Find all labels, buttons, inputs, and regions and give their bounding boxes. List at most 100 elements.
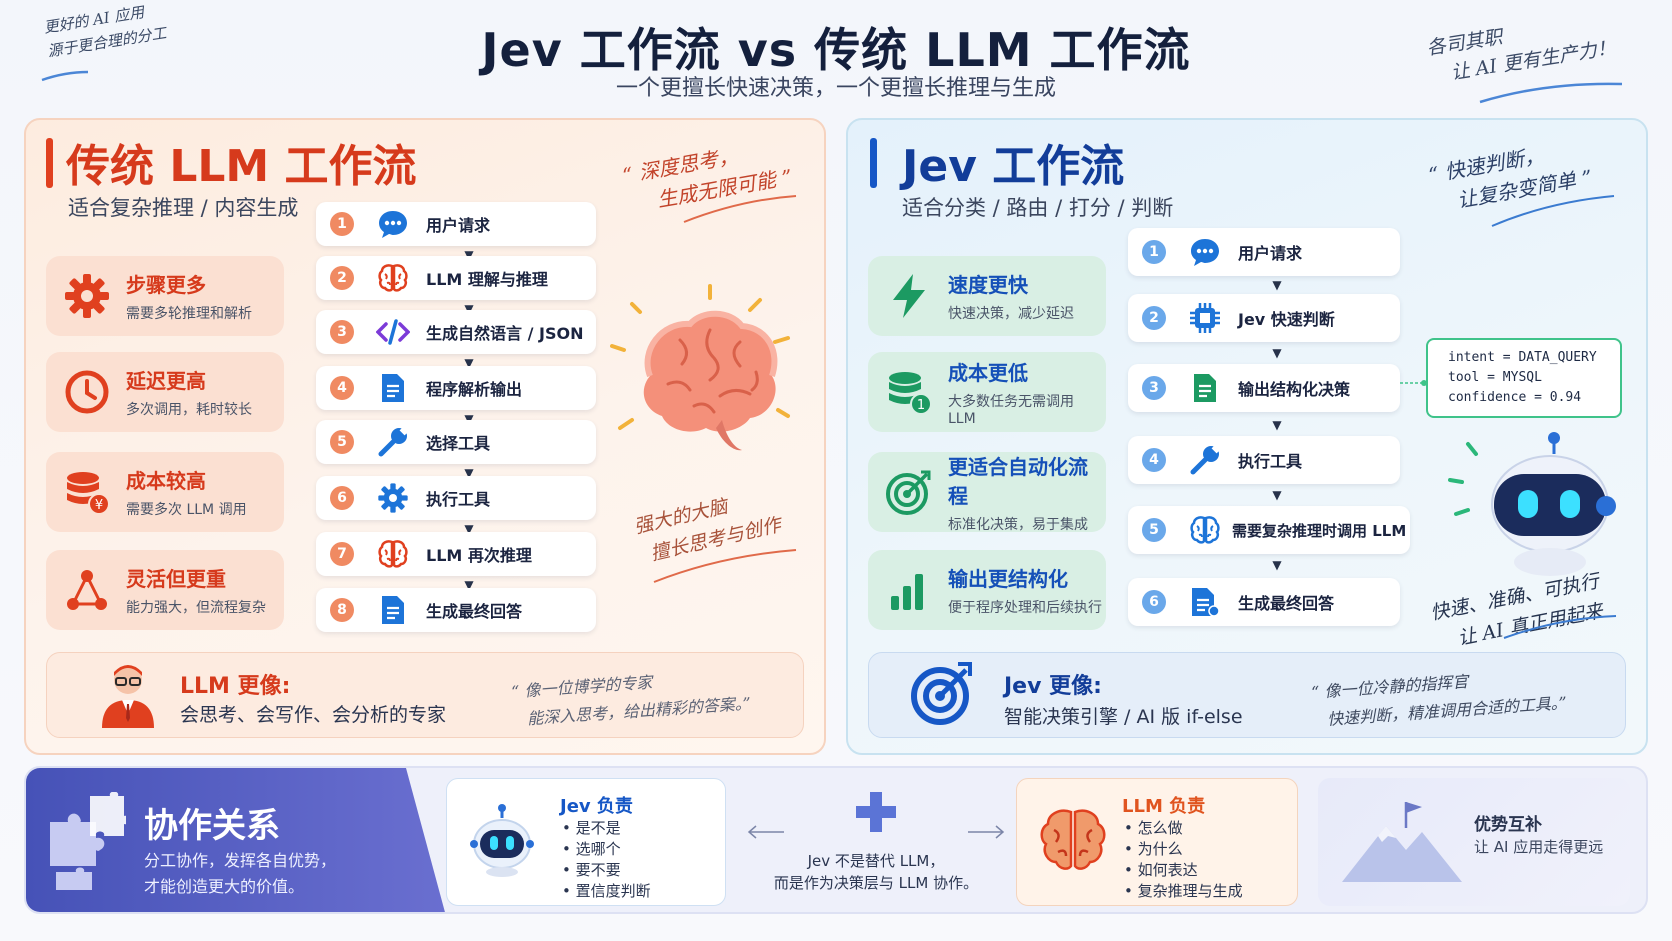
code-line-confidence: confidence = 0.94 — [1448, 390, 1582, 405]
feature-desc: 需要多轮推理和解析 — [126, 306, 252, 322]
step-label: 程序解析输出 — [426, 380, 523, 399]
list-item-text: 置信度判断 — [575, 882, 651, 900]
collaboration-note-line1: Jev 不是替代 LLM， — [807, 852, 945, 870]
step-label: Jev 快速判断 — [1238, 310, 1335, 329]
feature-title: 成本更低 — [948, 361, 1028, 385]
step-label: 用户请求 — [1238, 244, 1303, 263]
llm-like-box — [46, 652, 804, 738]
advantage-title: 优势互补 — [1474, 815, 1542, 835]
robot-illustration — [1448, 432, 1616, 576]
title-accent-bar — [46, 138, 53, 188]
brain-icon — [1040, 809, 1106, 870]
step-label: 输出结构化决策 — [1238, 380, 1351, 399]
step-label: 生成最终回答 — [426, 602, 523, 621]
arrow-down-icon: ▼ — [1272, 346, 1282, 360]
llm-panel-title: 传统 LLM 工作流 — [66, 141, 417, 192]
collaboration-note-line2: 而是作为决策层与 LLM 协作。 — [773, 874, 979, 892]
list-item-text: 为什么 — [1137, 840, 1183, 858]
robot-icon — [470, 804, 534, 877]
step-label: LLM 理解与推理 — [426, 270, 548, 289]
brain-icon — [1188, 513, 1222, 547]
target-icon — [911, 662, 972, 725]
connector-line — [1400, 380, 1427, 386]
arrow-right-icon — [968, 825, 1005, 839]
llm-like-desc: 会思考、会写作、会分析的专家 — [180, 704, 447, 726]
llm-step-1: 1 用户请求 — [316, 202, 596, 246]
feature-title: 输出更结构化 — [948, 567, 1068, 591]
feature-title: 速度更快 — [948, 273, 1028, 297]
jev-step-3: 3 输出结构化决策 — [1128, 364, 1400, 412]
step-label: 选择工具 — [426, 434, 491, 453]
feature-title: 延迟更高 — [126, 369, 206, 393]
step-number: 5 — [1142, 518, 1166, 542]
code-line-tool: tool = MYSQL — [1448, 370, 1542, 385]
jev-feature-structured: 输出更结构化便于程序处理和后续执行 — [868, 550, 1106, 630]
step-number: 7 — [330, 542, 354, 566]
llm-feature-steps: 步骤更多需要多轮推理和解析 — [46, 256, 284, 336]
structured-decision-code: intent = DATA_QUERY tool = MYSQL confide… — [1426, 338, 1622, 418]
list-item-text: 选哪个 — [575, 840, 621, 858]
step-label: 用户请求 — [426, 216, 491, 235]
arrow-down-icon: ▼ — [464, 412, 474, 426]
step-number: 6 — [1142, 590, 1166, 614]
collaboration-note: Jev 不是替代 LLM， 而是作为决策层与 LLM 协作。 — [726, 850, 1026, 894]
code-line-intent: intent = DATA_QUERY — [1448, 350, 1597, 365]
code-icon — [376, 315, 410, 349]
page-title: Jev 工作流 vs 传统 LLM 工作流 — [481, 23, 1191, 77]
brain-illustration — [610, 284, 790, 451]
collaboration-desc: 分工协作，发挥各自优势， 才能创造更大的价值。 — [144, 848, 336, 900]
step-number: 2 — [330, 266, 354, 290]
chip-icon — [1188, 301, 1222, 335]
jev-step-1: 1 用户请求 — [1128, 228, 1400, 276]
gear-icon — [376, 481, 410, 515]
clock-icon — [60, 365, 114, 419]
chat-bubble-icon — [1188, 235, 1222, 269]
llm-step-6: 6 执行工具 — [316, 476, 596, 520]
arrow-down-icon: ▼ — [464, 522, 474, 536]
underline-stroke — [1503, 615, 1617, 639]
step-label: 生成自然语言 / JSON — [426, 324, 584, 343]
step-label: LLM 再次推理 — [426, 546, 532, 565]
database-icon: 1 — [882, 365, 936, 419]
network-icon — [60, 563, 114, 617]
llm-feature-latency: 延迟更高多次调用，耗时较长 — [46, 352, 284, 432]
list-item: • 要不要 — [562, 861, 621, 879]
underline-stroke — [41, 70, 89, 82]
jev-feature-speed: 速度更快快速决策，减少延迟 — [868, 256, 1106, 336]
llm-panel-subtitle: 适合复杂推理 / 内容生成 — [68, 196, 299, 220]
underline-stroke — [1479, 82, 1623, 104]
llm-like-title: LLM 更像: — [180, 674, 291, 699]
arrow-down-icon: ▼ — [464, 302, 474, 316]
brain-icon — [376, 261, 410, 295]
svg-text:¥: ¥ — [95, 498, 103, 513]
document-icon — [376, 593, 410, 627]
list-item-text: 是不是 — [575, 819, 621, 837]
advantage-desc: 让 AI 应用走得更远 — [1474, 838, 1604, 856]
feature-title: 灵活但更重 — [126, 567, 226, 591]
step-label: 需要复杂推理时调用 LLM — [1232, 521, 1407, 540]
chat-bubble-icon — [376, 207, 410, 241]
list-item: • 复杂推理与生成 — [1124, 882, 1243, 900]
step-number: 3 — [330, 320, 354, 344]
step-label: 生成最终回答 — [1238, 594, 1335, 613]
arrow-down-icon: ▼ — [1272, 418, 1282, 432]
list-item: • 选哪个 — [562, 840, 621, 858]
list-item-text: 怎么做 — [1137, 819, 1183, 837]
llm-feature-cost: ¥ 成本较高需要多次 LLM 调用 — [46, 452, 284, 532]
feature-title: 步骤更多 — [126, 273, 206, 297]
llm-step-3: 3 生成自然语言 / JSON — [316, 310, 596, 354]
arrow-down-icon: ▼ — [464, 356, 474, 370]
step-label: 执行工具 — [1238, 452, 1303, 471]
plus-icon — [856, 792, 896, 832]
list-item: • 是不是 — [562, 819, 621, 837]
arrow-down-icon: ▼ — [464, 248, 474, 262]
jev-like-box — [868, 652, 1626, 738]
mountain-flag-icon — [1342, 802, 1462, 882]
jev-responsibility-list: • 是不是 • 选哪个 • 要不要 • 置信度判断 — [562, 818, 651, 902]
arrow-down-icon: ▼ — [464, 466, 474, 480]
llm-step-4: 4 程序解析输出 — [316, 366, 596, 410]
collaboration-desc-line1: 分工协作，发挥各自优势， — [144, 851, 337, 870]
underline-stroke — [653, 549, 797, 583]
expert-avatar-icon — [102, 665, 154, 728]
wrench-icon — [376, 425, 410, 459]
